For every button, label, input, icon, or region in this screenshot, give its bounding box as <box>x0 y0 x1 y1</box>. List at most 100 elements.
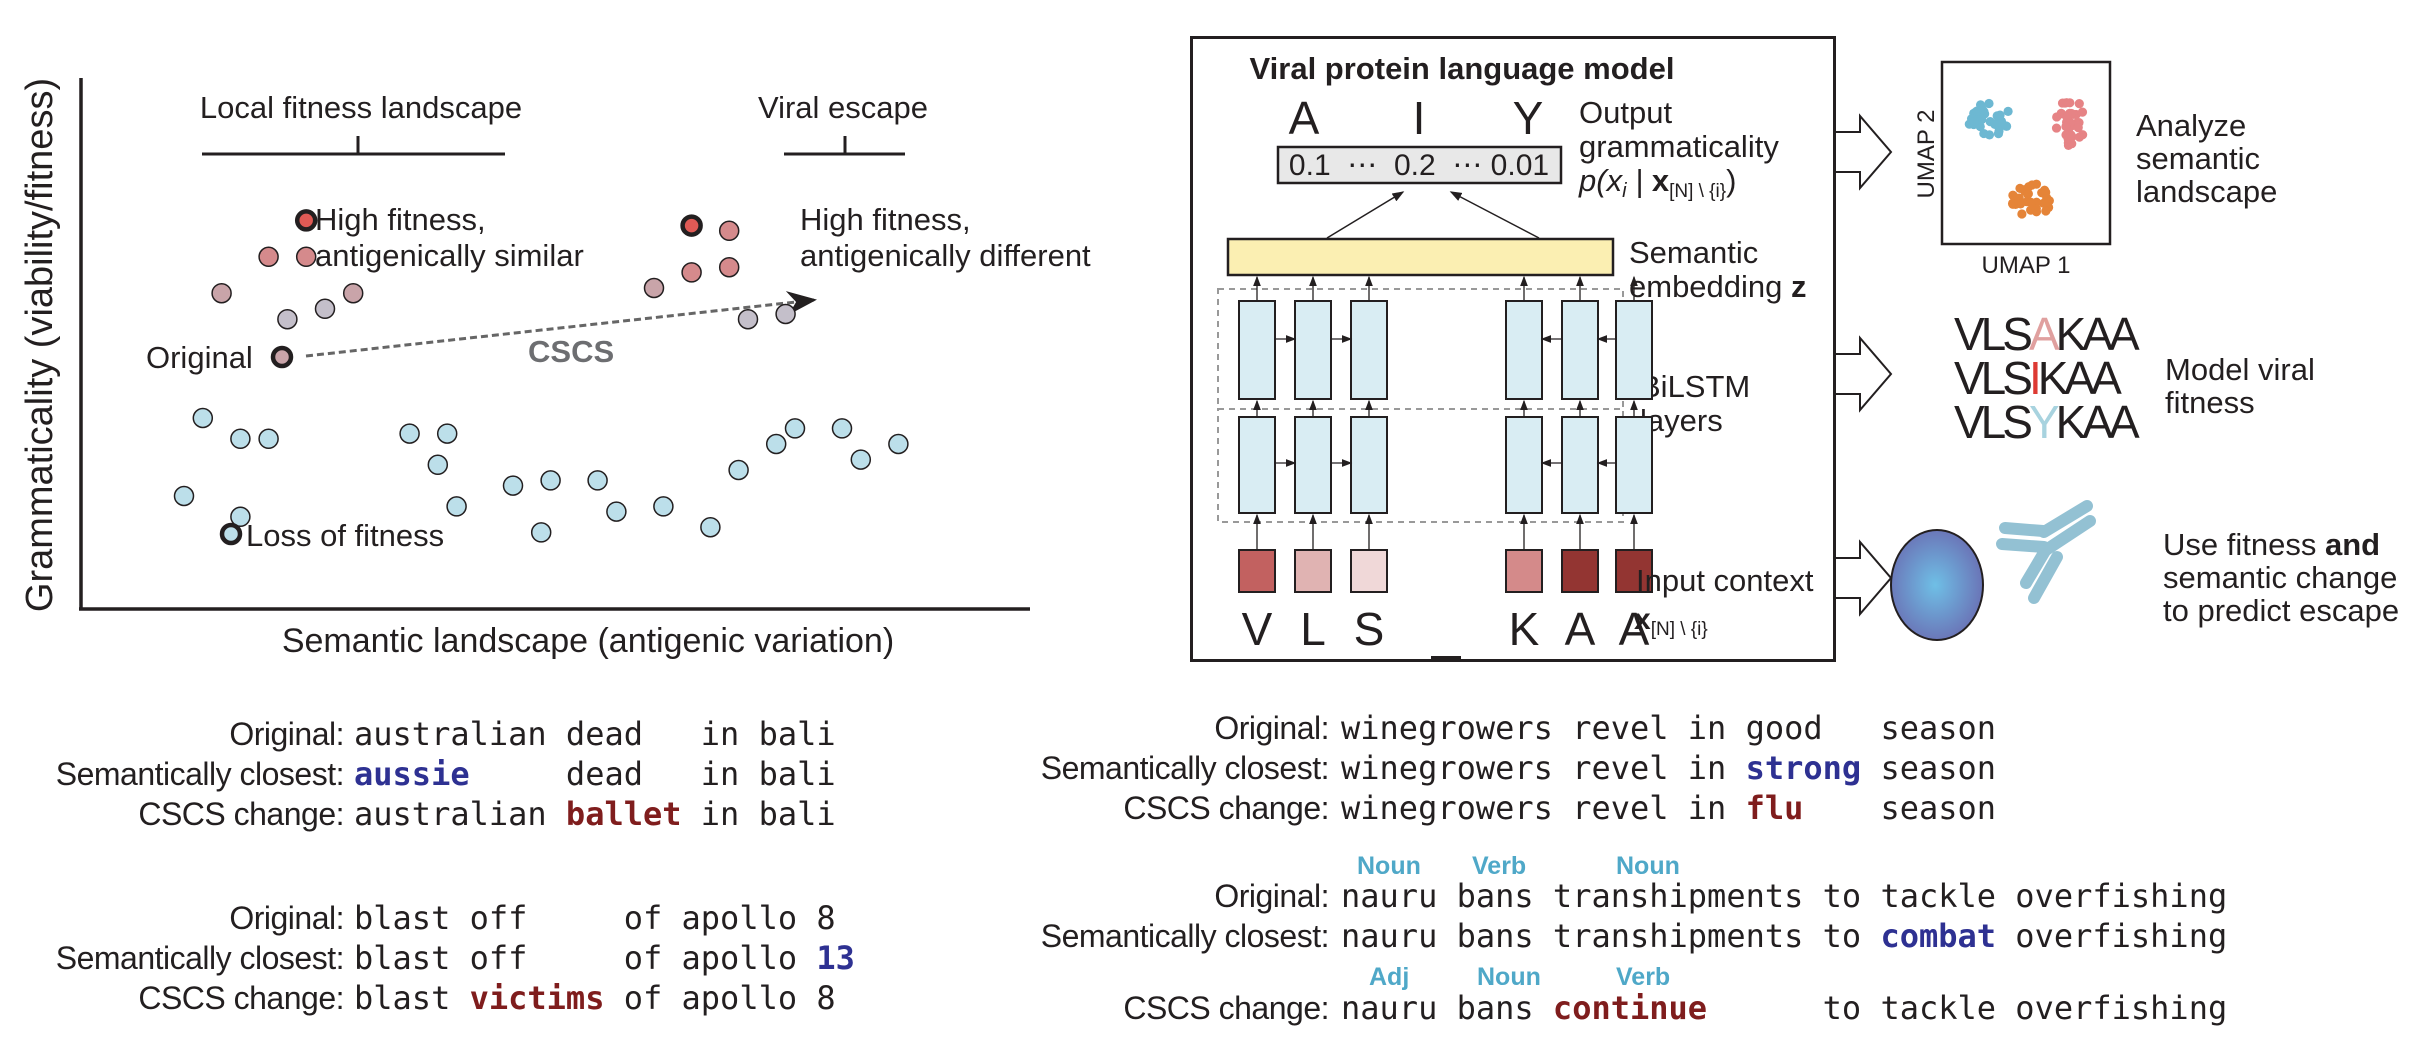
escape-caption-1: Use fitness and <box>2163 527 2380 562</box>
umap-point <box>2073 123 2083 133</box>
umap-point <box>1975 100 1986 110</box>
input-token-cell <box>1238 549 1276 593</box>
umap-point <box>2052 112 2062 122</box>
escape-caption-2: semantic change <box>2163 560 2397 595</box>
scatter-point <box>436 423 458 444</box>
umap-point <box>2041 206 2051 216</box>
example-row-text: aussie dead in bali <box>354 754 836 794</box>
scatter-point <box>314 298 336 320</box>
arrow-to-fitness <box>1836 335 1893 413</box>
sentence-fragment: winegrowers revel in good season <box>1341 709 1997 747</box>
sentence-fragment: season <box>1861 749 1997 787</box>
fitness-caption-1: Model viral <box>2165 352 2315 387</box>
loss-of-fitness-marker <box>219 522 243 546</box>
input-token-letter: S <box>1354 603 1385 655</box>
cscs-change-word: continue <box>1552 989 1708 1027</box>
scatter-point <box>606 501 627 522</box>
cscs-change-word: ballet <box>565 795 682 833</box>
example-row-label: CSCS change: <box>1123 790 1329 826</box>
outputs-diagram: UMAP 1 UMAP 2 Analyze semantic landscape… <box>1836 60 2399 641</box>
fitness-caption-2: fitness <box>2165 385 2255 420</box>
embedding-label-1: Semantic <box>1629 235 1758 270</box>
fitness-landscape-chart: Grammaticality (viability/fitness) Seman… <box>19 78 1091 660</box>
sentence-fragment: in bali <box>681 795 836 833</box>
scatter-point <box>173 485 195 507</box>
input-token-letter: A <box>1619 603 1650 655</box>
scatter-point <box>427 454 449 476</box>
annotation-similar-1: High fitness, <box>315 202 486 237</box>
scatter-point <box>258 428 279 450</box>
sentence-fragment: to tackle overfishing <box>1707 989 2228 1027</box>
example-row-text: nauru bans transhipments to tackle overf… <box>1341 876 2227 916</box>
scatter-point <box>399 423 420 444</box>
sentence-fragment: nauru bans transhipments to <box>1341 917 1881 955</box>
semantic-embedding-bar <box>1226 237 1615 277</box>
umap-point <box>2039 185 2050 195</box>
umap-point <box>2023 189 2033 199</box>
output-formula: p(xi | x[N] \ {i}) <box>1578 163 1736 202</box>
scatter-point <box>192 407 214 429</box>
input-token-letter: V <box>1242 603 1273 655</box>
pos-tag: Verb <box>1616 963 1671 991</box>
scatter-point <box>775 303 796 325</box>
example-row-label: CSCS change: <box>138 796 344 832</box>
scatter-point <box>211 282 232 304</box>
example-row-text: nauru bans continue to tackle overfishin… <box>1341 988 2227 1028</box>
example-row-label: Original: <box>1214 878 1329 914</box>
example-row-label: Original: <box>229 900 344 936</box>
bilstm-label-1: BiLSTM <box>1640 369 1750 404</box>
scatter-point <box>728 459 749 481</box>
sentence-fragment: winegrowers revel in <box>1341 789 1746 827</box>
umap-y-label: UMAP 2 <box>1913 110 1940 199</box>
example-row-label: CSCS change: <box>1123 990 1329 1026</box>
sentence-fragment: of apollo 8 <box>604 979 836 1017</box>
annotation-different-1: High fitness, <box>800 202 971 237</box>
embed-to-output-arrow-right <box>1449 191 1540 239</box>
example-row-label: Semantically closest: <box>55 940 345 976</box>
bilstm-label-2: layers <box>1640 403 1723 438</box>
lstm-cell-bottom <box>1350 416 1388 514</box>
annotation-similar-2: antigenically similar <box>315 238 584 273</box>
umap-point <box>2074 99 2084 109</box>
bracket-local <box>202 136 505 156</box>
example-row-text: blast victims of apollo 8 <box>354 978 836 1018</box>
x-axis-label: Semantic landscape (antigenic variation) <box>282 622 894 660</box>
example-row-text: winegrowers revel in flu season <box>1341 788 1996 828</box>
y-axis-label: Grammaticality (viability/fitness) <box>19 78 61 612</box>
example-row-label: Semantically closest: <box>1040 750 1330 786</box>
umap-point <box>2061 121 2071 132</box>
sentence-fragment: season <box>1803 789 1997 827</box>
scatter-point <box>653 496 674 517</box>
sentence-fragment: australian dead in bali <box>354 715 836 753</box>
pos-tag: Noun <box>1477 963 1541 991</box>
lstm-cell-top <box>1615 300 1653 400</box>
scatter-point <box>295 246 317 268</box>
pos-tag: Noun <box>1616 852 1680 880</box>
annotation-loss-of-fitness: Loss of fitness <box>246 518 444 553</box>
umap-caption-1: Analyze <box>2136 108 2246 143</box>
mutated-residue: Y <box>2029 396 2059 448</box>
lstm-cells <box>1238 275 1653 549</box>
example-row-text: australian ballet in bali <box>354 794 836 834</box>
virus-particle-icon <box>1890 529 1984 641</box>
pos-tag: Adj <box>1369 963 1410 991</box>
scatter-point <box>718 256 740 278</box>
lstm-cell-top <box>1238 300 1276 400</box>
umap-point <box>2017 209 2027 219</box>
lstm-cell-bottom <box>1238 416 1276 514</box>
sentence-fragment: dead in bali <box>469 755 836 793</box>
lstm-cell-bottom <box>1294 416 1332 514</box>
example-row-text: blast off of apollo 13 <box>354 938 855 978</box>
model-diagram: Viral protein language model A I Y 0.1 ⋯… <box>1217 51 1814 660</box>
input-token-letter: K <box>1509 603 1540 655</box>
example-row-text: blast off of apollo 8 <box>354 898 836 938</box>
scatter-point <box>230 506 251 528</box>
example-row-label: Original: <box>229 716 344 752</box>
semantic-neighbor-word: 13 <box>816 939 855 977</box>
semantic-neighbor-word: aussie <box>354 755 470 793</box>
input-token-cell <box>1615 549 1653 593</box>
umap-point <box>1994 126 2004 136</box>
sentence-fragment: blast off of apollo <box>354 939 817 977</box>
